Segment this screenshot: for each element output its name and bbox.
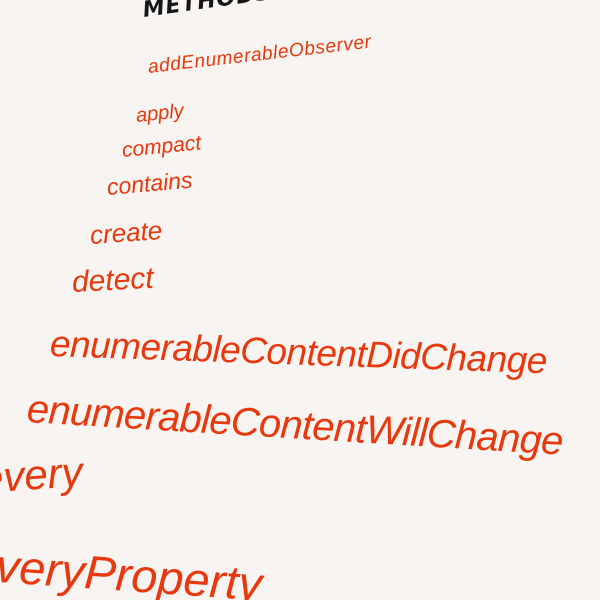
method-link-every[interactable]: every <box>0 447 85 502</box>
method-link-compact[interactable]: compact <box>120 131 203 162</box>
method-link-contains[interactable]: contains <box>105 166 194 200</box>
method-link-addenumerableobserver[interactable]: addEnumerableObserver <box>146 31 373 78</box>
method-link-enumerablecontentdidchange[interactable]: enumerableContentDidChange <box>49 323 548 382</box>
method-link-create[interactable]: create <box>88 214 164 250</box>
methods-heading: METHODS <box>141 0 274 23</box>
method-link-everyproperty[interactable]: everyProperty <box>0 537 264 600</box>
method-link-apply[interactable]: apply <box>134 100 185 127</box>
method-link-detect[interactable]: detect <box>71 261 155 299</box>
method-link-enumerablecontentwillchange[interactable]: enumerableContentWillChange <box>25 387 564 464</box>
